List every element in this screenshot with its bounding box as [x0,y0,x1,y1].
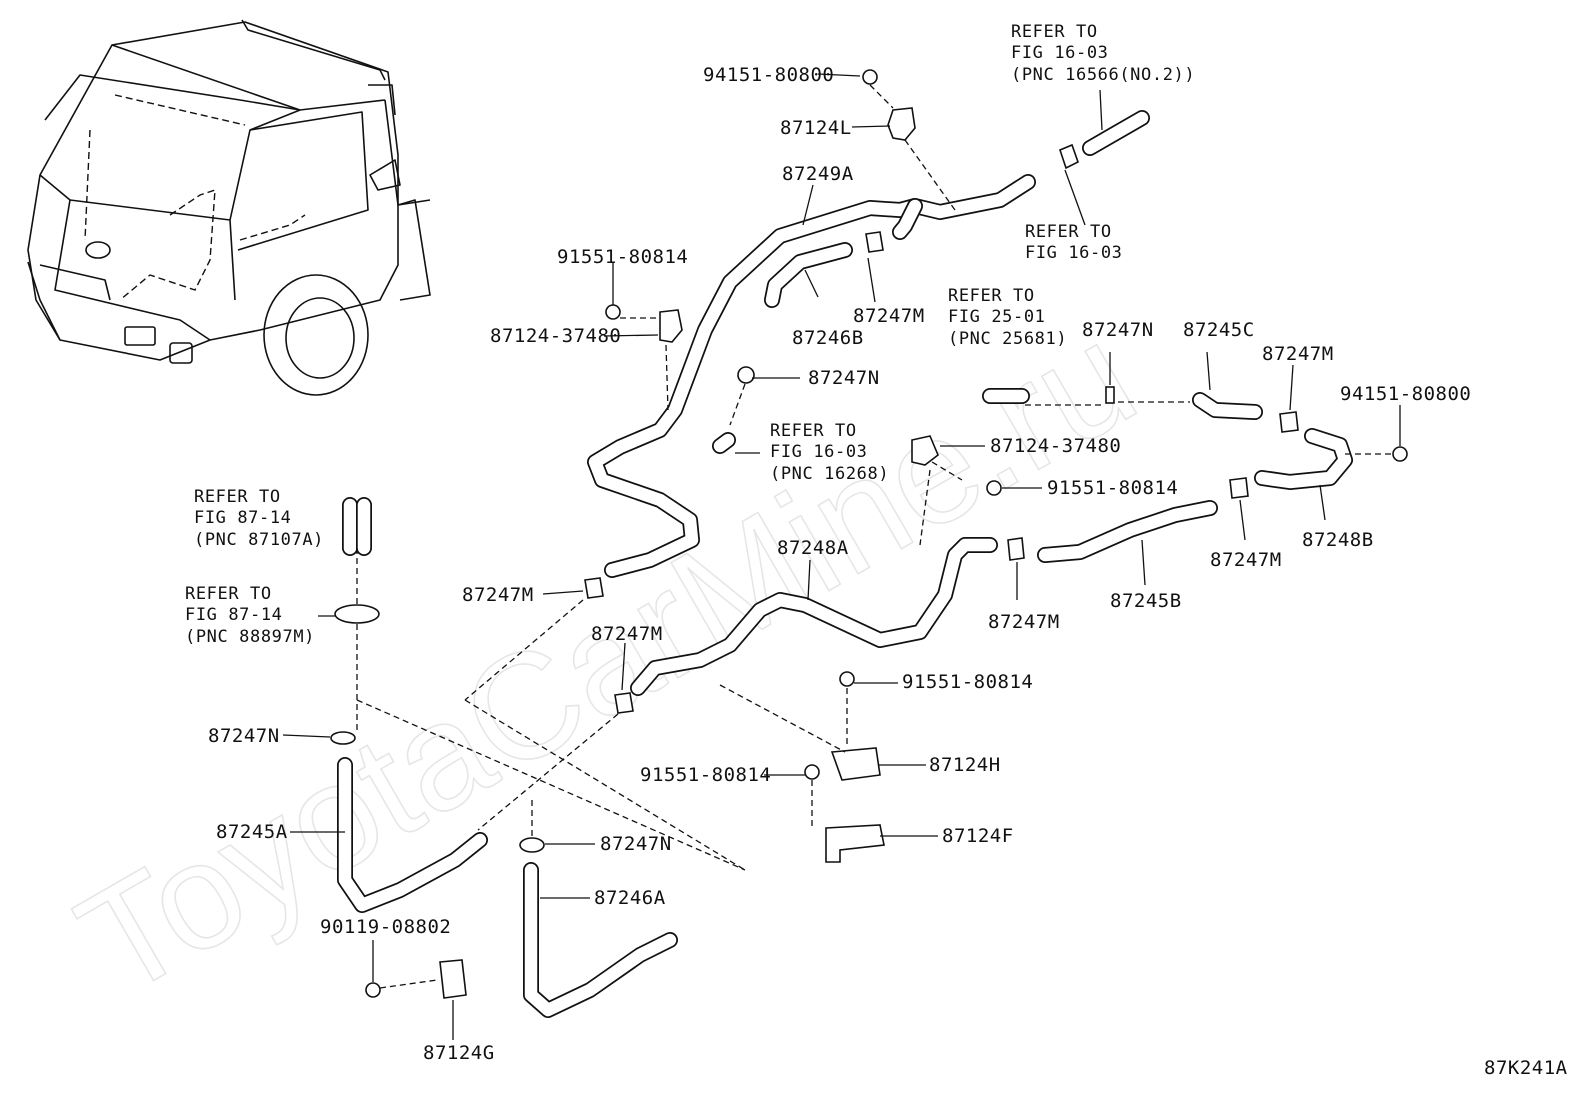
svg-text:(PNC 16566(NO.2)): (PNC 16566(NO.2)) [1011,65,1195,85]
label-94151-right: 94151-80800 [1340,383,1471,405]
clamp-16-03 [1059,143,1079,170]
hoses [337,110,1353,1018]
label-91551-lower-right: 91551-80814 [902,671,1033,693]
nut-94151-right [1392,446,1408,462]
label-87247M-right-bottom: 87247M [1210,549,1282,571]
label-87124-37480-right: 87124-37480 [990,435,1121,457]
ref-fig-16-03: REFER TO FIG 16-03 [1025,222,1123,263]
svg-text:REFER TO: REFER TO [1025,222,1112,242]
bolt-91551-top [605,304,621,320]
label-90119: 90119-08802 [320,916,451,938]
nut-94151-top [862,69,878,85]
svg-text:FIG 16-03: FIG 16-03 [1011,43,1109,63]
clamp-87247N-left [330,731,356,745]
clamp-87247M-left [584,577,604,599]
svg-text:FIG 87-14: FIG 87-14 [185,605,283,625]
svg-text:FIG 16-03: FIG 16-03 [1025,243,1123,263]
clamp-87247M-right-bottom [1229,477,1249,499]
svg-text:(PNC 87107A): (PNC 87107A) [194,530,324,550]
label-87247N-left: 87247N [208,725,280,747]
hose-87245B [1037,500,1218,563]
clamp-87247M-lower [614,692,634,714]
hose-87246B [764,242,853,308]
label-87247M-clamp-top: 87247M [853,305,925,327]
hose-87249A [587,174,1036,578]
label-87124G: 87124G [423,1042,495,1064]
bracket-87124F [825,824,885,863]
label-87247N-right: 87247N [1082,319,1154,341]
bracket-87124-37480-left [659,309,683,343]
svg-text:REFER TO: REFER TO [948,286,1035,306]
hose-87245C [1192,392,1263,420]
label-87247M-right-top: 87247M [1262,343,1334,365]
svg-text:(PNC 25681): (PNC 25681) [948,329,1067,349]
bolt-90119 [365,982,381,998]
leader-lines [282,73,1401,1040]
pipe-stub-87107A [342,497,372,556]
label-87247M-center: 87247M [988,611,1060,633]
label-87245A: 87245A [216,821,288,843]
svg-text:FIG 25-01: FIG 25-01 [948,307,1046,327]
ref-fig-25-01-pnc-25681: REFER TO FIG 25-01 (PNC 25681) [948,286,1067,349]
reference-notes: REFER TO FIG 16-03 (PNC 16566(NO.2)) REF… [185,22,1195,647]
label-87245C: 87245C [1183,319,1255,341]
part-labels: 94151-80800 87124L 87249A 91551-80814 87… [208,64,1568,1079]
hose-87245A [337,757,488,913]
label-94151-top: 94151-80800 [703,64,834,86]
label-87124F: 87124F [942,825,1014,847]
label-87249A: 87249A [782,163,854,185]
bracket-87124L [887,107,916,141]
label-91551-top: 91551-80814 [557,246,688,268]
ref-fig-16-03-pnc-16566: REFER TO FIG 16-03 (PNC 16566(NO.2)) [1011,22,1195,85]
svg-text:(PNC 88897M): (PNC 88897M) [185,627,315,647]
clamp-87247M-right-top [1279,411,1299,433]
bracket-87124-37480-right [911,435,939,466]
ref-fig-16-03-pnc-16268: REFER TO FIG 16-03 (PNC 16268) [770,421,889,484]
label-91551-right: 91551-80814 [1047,477,1178,499]
bolt-91551-right [986,480,1002,496]
label-87247M-left: 87247M [462,584,534,606]
bracket-87124H [830,747,881,781]
label-87247N-mid: 87247N [808,367,880,389]
pipe-87248B [1254,428,1353,490]
svg-text:REFER TO: REFER TO [770,421,857,441]
pipe-stub-16268 [712,432,736,454]
label-91551-lower-mid: 91551-80814 [640,764,771,786]
clamp-87247M-top [865,231,884,253]
svg-text:REFER TO: REFER TO [1011,22,1098,42]
grommet-88897M [334,604,380,624]
label-87124-37480-left: 87124-37480 [490,325,621,347]
clamp-87247N-mid [737,366,755,384]
clip-87124G [439,959,467,999]
label-87124H: 87124H [929,754,1001,776]
clamp-87247N-right [1105,386,1115,404]
figure-code: 87K241A [1484,1057,1568,1079]
ref-fig-87-14-pnc-87107A: REFER TO FIG 87-14 (PNC 87107A) [194,487,324,550]
truck-illustration [27,19,431,396]
label-87248B: 87248B [1302,529,1374,551]
label-87245B: 87245B [1110,590,1182,612]
svg-text:REFER TO: REFER TO [194,487,281,507]
parts [330,69,1408,999]
pipe-stub-top-right [1082,110,1150,156]
clamp-87247M-center [1007,537,1025,561]
svg-text:FIG 87-14: FIG 87-14 [194,508,292,528]
label-87248A: 87248A [777,537,849,559]
hose-87248A [630,537,998,696]
label-87246A: 87246A [594,887,666,909]
label-87247M-lower: 87247M [591,623,663,645]
label-87124L: 87124L [780,117,852,139]
hose-87246A [523,862,678,1018]
bolt-91551-lower-right [839,671,855,687]
label-87247N-bottom: 87247N [600,833,672,855]
svg-text:(PNC 16268): (PNC 16268) [770,464,889,484]
svg-text:REFER TO: REFER TO [185,584,272,604]
ref-fig-87-14-pnc-88897M: REFER TO FIG 87-14 (PNC 88897M) [185,584,315,647]
clamp-87247N-bottom [519,837,545,853]
bolt-91551-lower-mid [804,764,820,780]
label-87246B: 87246B [792,327,864,349]
svg-text:FIG 16-03: FIG 16-03 [770,442,868,462]
